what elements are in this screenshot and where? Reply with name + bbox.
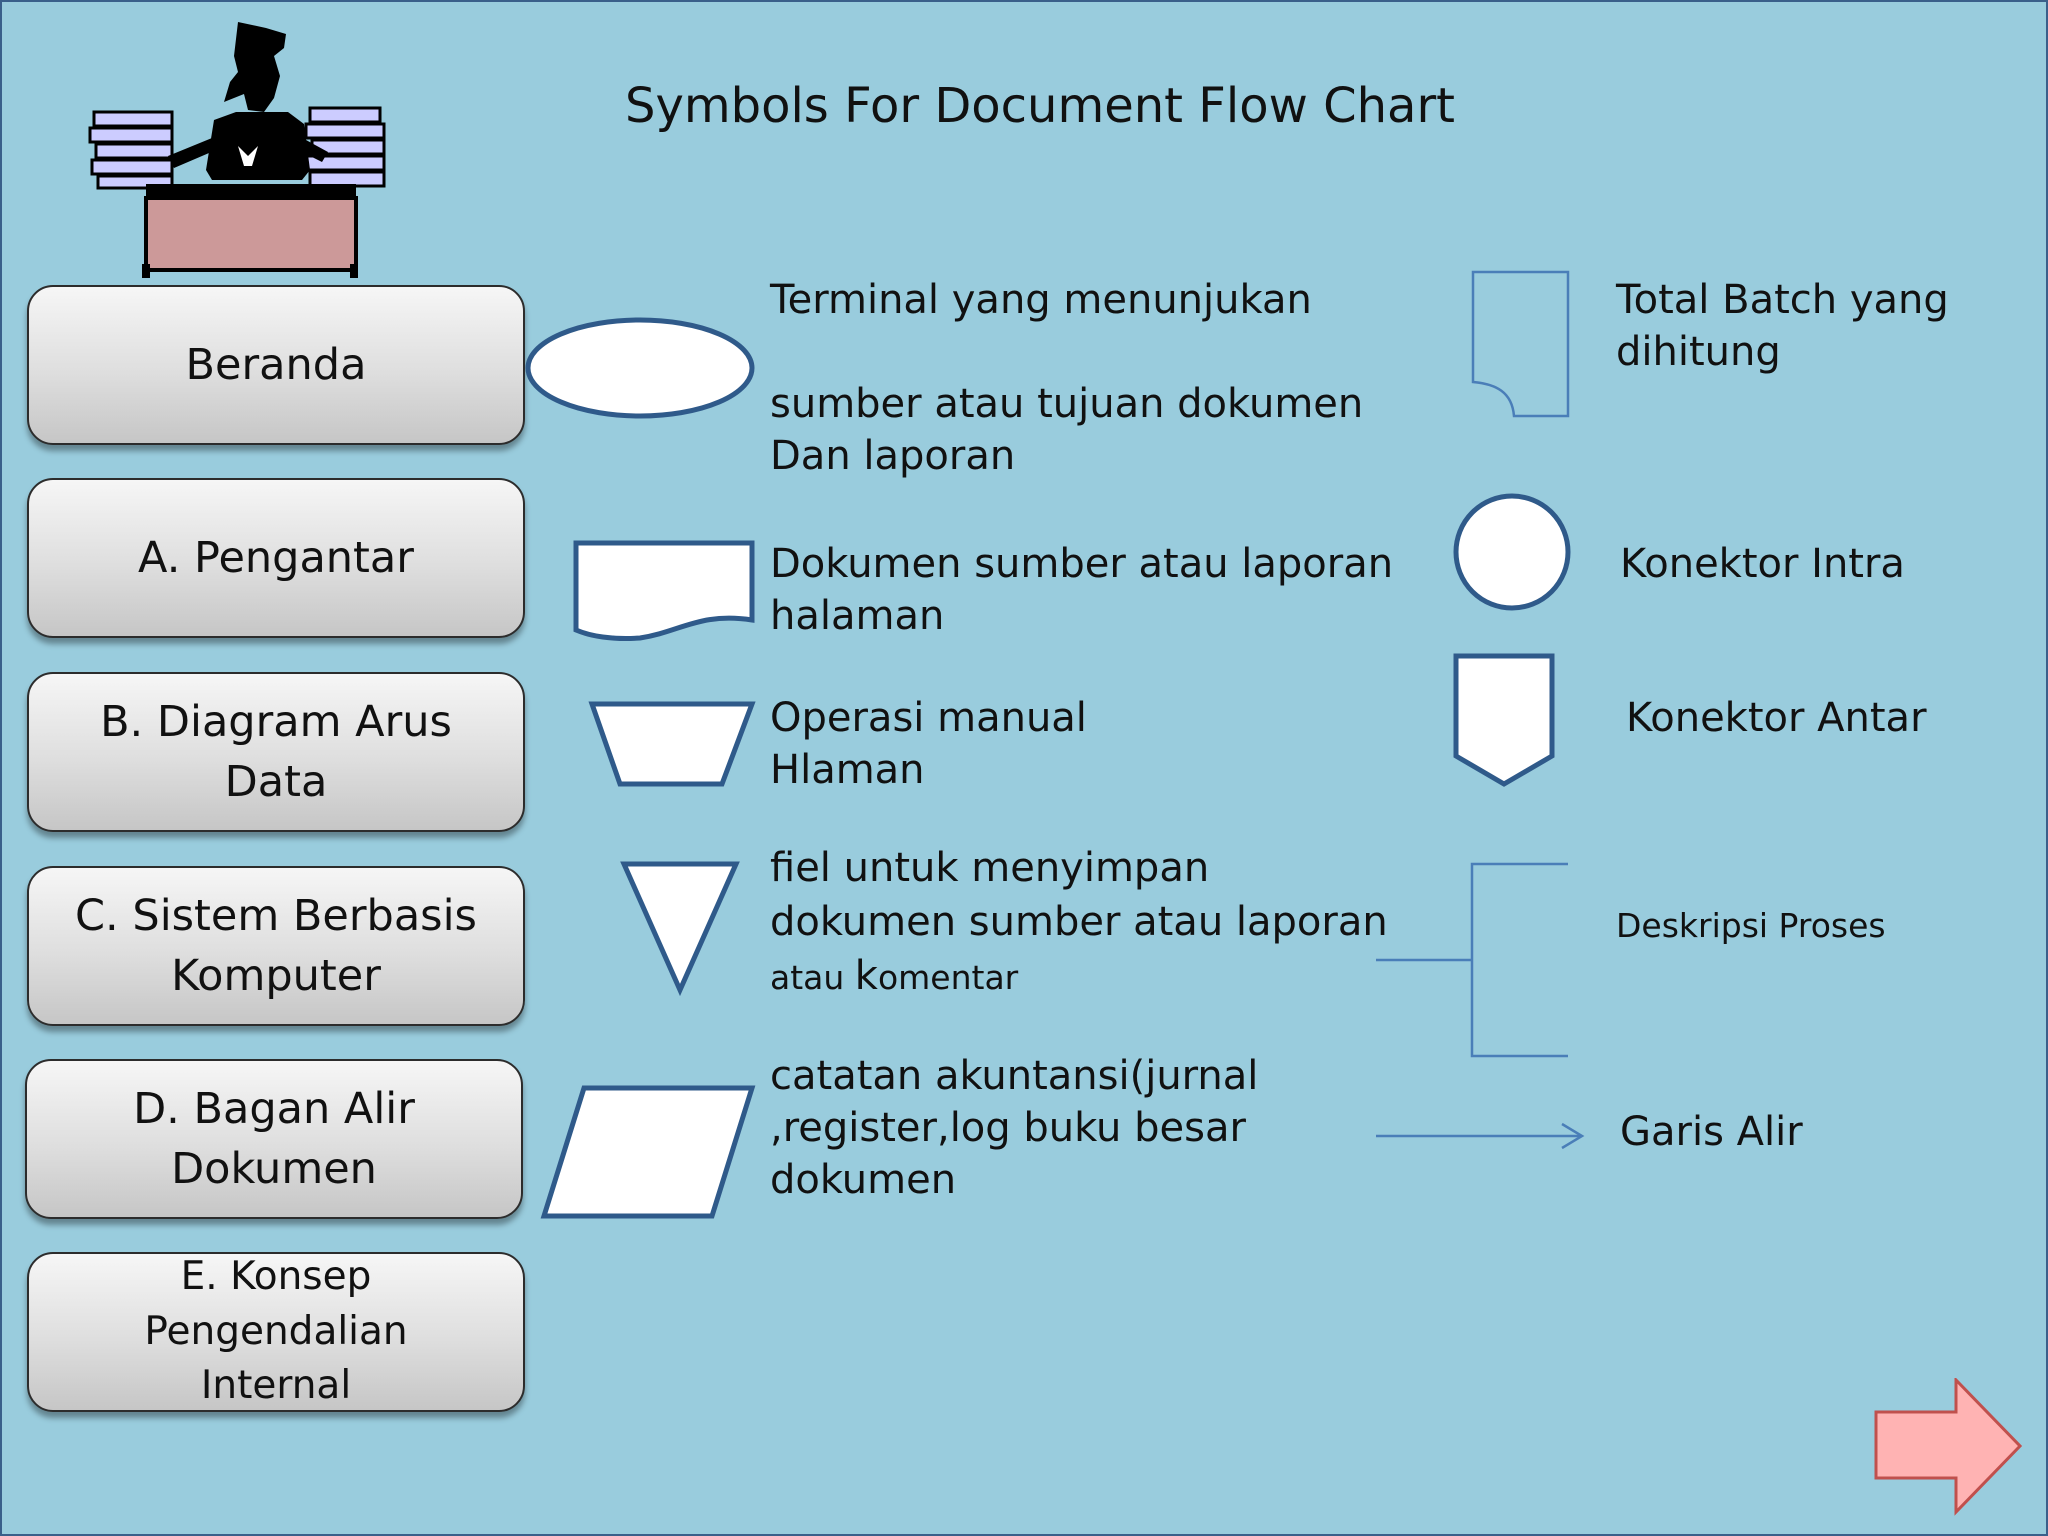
file-description-line3: atau komentar xyxy=(770,950,1018,1002)
nav-button-bagan-alir-dokumen[interactable]: D. Bagan Alir Dokumen xyxy=(25,1059,523,1219)
terminal-symbol xyxy=(525,317,755,419)
process-description-bracket xyxy=(1376,862,1568,1058)
page-title: Symbols For Document Flow Chart xyxy=(625,78,1455,134)
inter-connector-symbol xyxy=(1453,653,1555,787)
file-triangle-symbol xyxy=(620,861,740,997)
process-description-label: Deskripsi Proses xyxy=(1616,906,1886,945)
ledger-parallelogram-symbol xyxy=(540,1085,756,1219)
next-arrow-icon[interactable] xyxy=(1872,1378,2022,1518)
nav-label: A. Pengantar xyxy=(138,532,414,583)
document-symbol xyxy=(573,540,755,641)
terminal-description: Terminal yang menunjukan sumber atau tuj… xyxy=(770,277,1364,479)
desk-body xyxy=(144,196,358,272)
desk-leg-left xyxy=(142,264,150,278)
batch-total-symbol xyxy=(1471,270,1570,418)
nav-button-diagram-arus-data[interactable]: B. Diagram Arus Data xyxy=(27,672,525,832)
nav-button-sistem-berbasis-komputer[interactable]: C. Sistem Berbasis Komputer xyxy=(27,866,525,1026)
nav-label: D. Bagan Alir Dokumen xyxy=(133,1083,415,1194)
paper-stack-left xyxy=(88,110,174,190)
file-description-line3-c: omentar xyxy=(877,958,1019,997)
document-description: Dokumen sumber atau laporan halaman xyxy=(770,541,1394,639)
flow-line-description: Garis Alir xyxy=(1620,1109,1803,1155)
inter-connector-description: Konektor Antar xyxy=(1626,695,1927,741)
shirt-collar xyxy=(238,146,258,166)
nav-button-beranda[interactable]: Beranda xyxy=(27,285,525,445)
nav-button-konsep-pengendalian-internal[interactable]: E. Konsep Pengendalian Internal xyxy=(27,1252,525,1412)
nav-label: Beranda xyxy=(185,339,367,390)
paper-stack-right xyxy=(302,106,386,188)
intra-connector-description: Konektor Intra xyxy=(1620,541,1905,587)
desk-top xyxy=(146,184,356,198)
file-description-line3-a: atau xyxy=(770,958,855,997)
flow-line-arrow xyxy=(1376,1122,1585,1150)
batch-total-description: Total Batch yang dihitung xyxy=(1616,277,1949,375)
intra-connector-symbol xyxy=(1453,493,1571,611)
nav-label: E. Konsep Pengendalian Internal xyxy=(144,1254,408,1409)
file-description-line3-b: k xyxy=(854,953,878,999)
ledger-description: catatan akuntansi(jurnal ,register,log b… xyxy=(770,1053,1259,1203)
office-worker-at-desk-icon xyxy=(88,22,386,278)
file-description-line1: fiel untuk menyimpan xyxy=(770,845,1210,891)
manual-operation-description: Operasi manual Hlaman xyxy=(770,695,1087,793)
nav-button-pengantar[interactable]: A. Pengantar xyxy=(27,478,525,638)
desk-leg-right xyxy=(350,264,358,278)
nav-label: B. Diagram Arus Data xyxy=(100,696,452,807)
file-description-line2: dokumen sumber atau laporan xyxy=(770,899,1388,945)
nav-label: C. Sistem Berbasis Komputer xyxy=(75,890,477,1001)
manual-operation-symbol xyxy=(588,701,756,787)
